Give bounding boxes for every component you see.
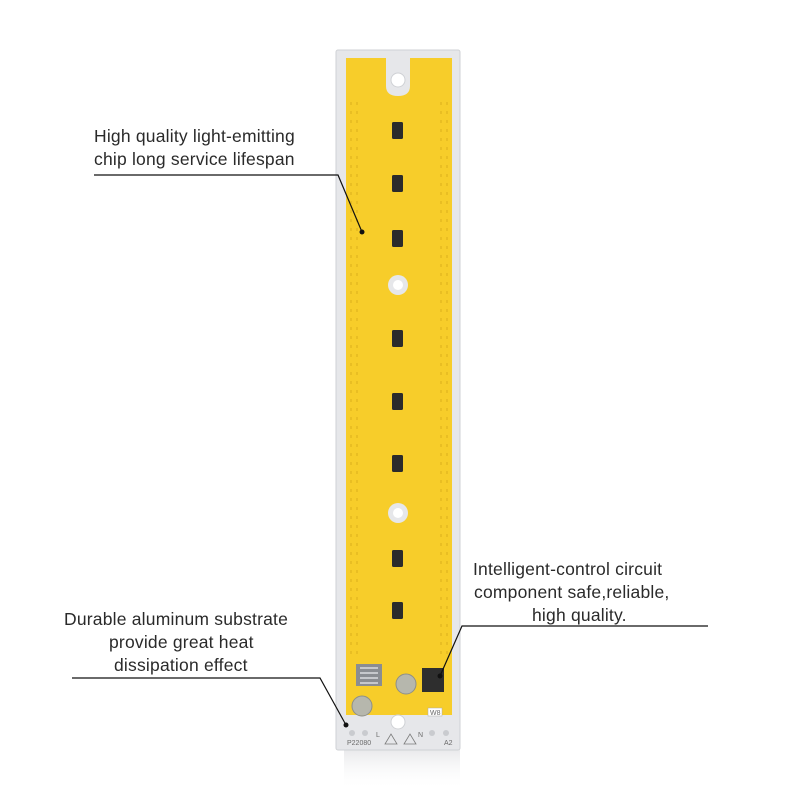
callout-chip-line2: chip long service lifespan bbox=[94, 149, 295, 169]
chip-mark: W8 bbox=[430, 710, 441, 717]
callout-substrate-line3: dissipation effect bbox=[114, 655, 248, 675]
leader-substrate bbox=[72, 677, 347, 726]
varistor-center bbox=[395, 673, 417, 695]
leader-dot bbox=[343, 722, 349, 728]
yellow-substrate bbox=[346, 58, 452, 715]
trace-left bbox=[350, 100, 360, 660]
mount-hole-lower bbox=[393, 508, 403, 518]
callout-substrate-line2: provide great heat bbox=[109, 632, 254, 652]
varistor-left bbox=[351, 695, 373, 717]
trace-right bbox=[436, 100, 448, 660]
callout-aluminum-substrate: Durable aluminum substrate provide great… bbox=[64, 608, 288, 677]
led-chip bbox=[392, 330, 403, 347]
led-chip bbox=[392, 455, 403, 472]
led-chip bbox=[392, 550, 403, 567]
leader-chip bbox=[94, 174, 363, 233]
led-chip bbox=[392, 122, 403, 139]
led-chip bbox=[392, 230, 403, 247]
terminal-pad bbox=[443, 730, 449, 736]
driver-components: W8 bbox=[351, 664, 444, 717]
leader-dot bbox=[359, 229, 365, 235]
led-chip bbox=[392, 393, 403, 410]
callout-substrate-line1: Durable aluminum substrate bbox=[64, 609, 289, 629]
version-mark: A2 bbox=[444, 740, 453, 747]
callout-circuit-line3: high quality. bbox=[532, 605, 627, 625]
chip-mark-pad bbox=[427, 707, 443, 717]
mount-hole-bottom bbox=[390, 714, 406, 730]
terminal-left-label: L bbox=[376, 732, 380, 739]
terminal-pad bbox=[429, 730, 435, 736]
callout-chip-line1: High quality light-emitting bbox=[94, 126, 295, 146]
led-chip bbox=[392, 602, 403, 619]
model-mark: P22080 bbox=[347, 740, 371, 747]
leader-circuit bbox=[439, 625, 708, 677]
mount-hole-top bbox=[390, 72, 406, 88]
terminal-pad bbox=[362, 730, 368, 736]
mount-hole-middle bbox=[393, 280, 403, 290]
driver-ic bbox=[422, 668, 444, 692]
callout-circuit-line2: component safe,reliable, bbox=[474, 582, 670, 602]
callout-leaders bbox=[72, 174, 708, 726]
terminal-pad bbox=[349, 730, 355, 736]
callout-control-circuit: Intelligent-control circuit component sa… bbox=[473, 558, 669, 627]
board-reflection bbox=[344, 748, 460, 790]
warning-triangle-icon bbox=[384, 733, 398, 745]
callout-chip-lifespan: High quality light-emitting chip long se… bbox=[94, 125, 295, 171]
terminal-right-label: N bbox=[418, 732, 423, 739]
warning-triangle-icon bbox=[403, 733, 417, 745]
leader-dot bbox=[437, 673, 443, 679]
callout-circuit-line1: Intelligent-control circuit bbox=[473, 559, 663, 579]
led-chip-row bbox=[392, 122, 403, 619]
resistor-array bbox=[356, 664, 382, 686]
led-chip bbox=[392, 175, 403, 192]
